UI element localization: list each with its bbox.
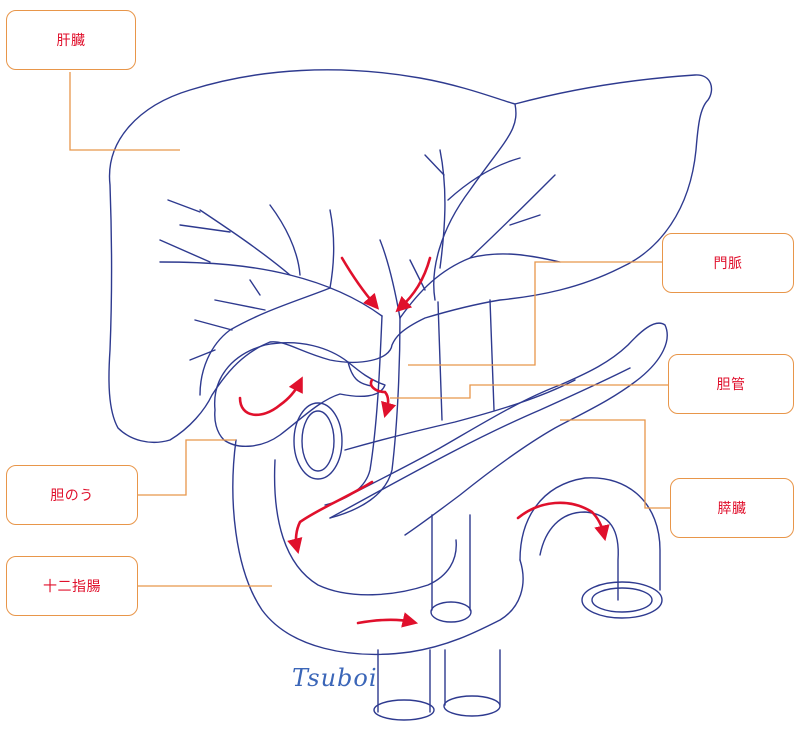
branch-right-4 bbox=[469, 174, 556, 259]
branch-right-2 bbox=[447, 157, 521, 201]
pancreas-outline bbox=[319, 322, 668, 536]
leader-portal-vein bbox=[408, 261, 662, 366]
bile-duct-outline-2 bbox=[329, 317, 401, 519]
artist-signature: Tsuboi bbox=[292, 664, 378, 692]
branch-left-6 bbox=[214, 299, 266, 311]
liver-outline bbox=[108, 69, 713, 444]
pancreas-inner bbox=[344, 379, 576, 451]
flow-arrow-cystic bbox=[369, 378, 397, 418]
branch-left-10 bbox=[329, 209, 335, 289]
branch-left-8 bbox=[189, 349, 216, 361]
duodenum-ring-inner bbox=[301, 410, 335, 472]
jejunum-end-inner bbox=[591, 587, 653, 613]
branch-right-3 bbox=[424, 154, 445, 176]
branch-right-5 bbox=[509, 214, 541, 226]
leader-pancreas bbox=[560, 419, 670, 509]
branch-right-main bbox=[399, 253, 561, 319]
branch-right-6 bbox=[379, 239, 401, 319]
label-gallbladder-text: 胆のう bbox=[50, 488, 94, 504]
branch-left-1 bbox=[199, 209, 291, 276]
pancreas-duct bbox=[329, 367, 631, 519]
flow-arrow-duodenum bbox=[356, 612, 419, 628]
branch-left-4 bbox=[159, 239, 211, 263]
jejunum-end bbox=[581, 581, 663, 619]
cystic-duct bbox=[347, 361, 373, 387]
branch-left-9 bbox=[269, 204, 301, 276]
liver-lobe-line bbox=[433, 103, 517, 301]
branch-left-11 bbox=[249, 279, 261, 296]
leader-gallbladder bbox=[138, 439, 236, 496]
jejunum-inner bbox=[539, 511, 619, 601]
branch-right-1 bbox=[439, 149, 446, 269]
label-bile-duct: 胆管 bbox=[668, 354, 794, 414]
branch-left-3 bbox=[167, 199, 201, 213]
branch-left-2 bbox=[179, 224, 231, 233]
flow-arrow-gallbladder bbox=[238, 376, 303, 417]
flow-arrow-jejunum bbox=[516, 501, 610, 542]
label-liver: 肝臓 bbox=[6, 10, 136, 70]
label-duodenum-text: 十二指腸 bbox=[43, 579, 101, 595]
label-liver-text: 肝臓 bbox=[56, 33, 86, 49]
branch-right-7 bbox=[409, 259, 426, 291]
duodenum-outline bbox=[232, 439, 524, 655]
vessel-lower-end-left bbox=[373, 699, 435, 721]
flow-arrow-bile-down bbox=[287, 480, 374, 555]
vessel-lower-end-right bbox=[443, 695, 501, 717]
vena-cava-right bbox=[489, 299, 495, 411]
label-bile-duct-text: 胆管 bbox=[716, 377, 746, 393]
branch-left-7 bbox=[194, 319, 233, 331]
label-portal-vein: 門脈 bbox=[662, 233, 794, 293]
jejunum-outline bbox=[519, 477, 661, 591]
gallbladder-outline bbox=[214, 342, 386, 447]
duodenum-ring-outer bbox=[293, 402, 343, 480]
vessel-upper-end bbox=[430, 601, 472, 623]
label-portal-vein-text: 門脈 bbox=[713, 256, 743, 272]
label-pancreas-text: 膵臓 bbox=[717, 501, 747, 517]
leader-liver bbox=[69, 72, 180, 151]
vena-cava-left bbox=[437, 301, 443, 421]
label-gallbladder: 胆のう bbox=[6, 465, 138, 525]
flow-arrow-right-in bbox=[395, 256, 432, 313]
flow-arrow-left-in bbox=[340, 256, 380, 310]
duodenum-inner bbox=[273, 459, 457, 596]
bile-duct-outline bbox=[324, 315, 383, 506]
label-pancreas: 膵臓 bbox=[670, 478, 794, 538]
label-duodenum: 十二指腸 bbox=[6, 556, 138, 616]
leader-bile-duct bbox=[390, 384, 668, 399]
